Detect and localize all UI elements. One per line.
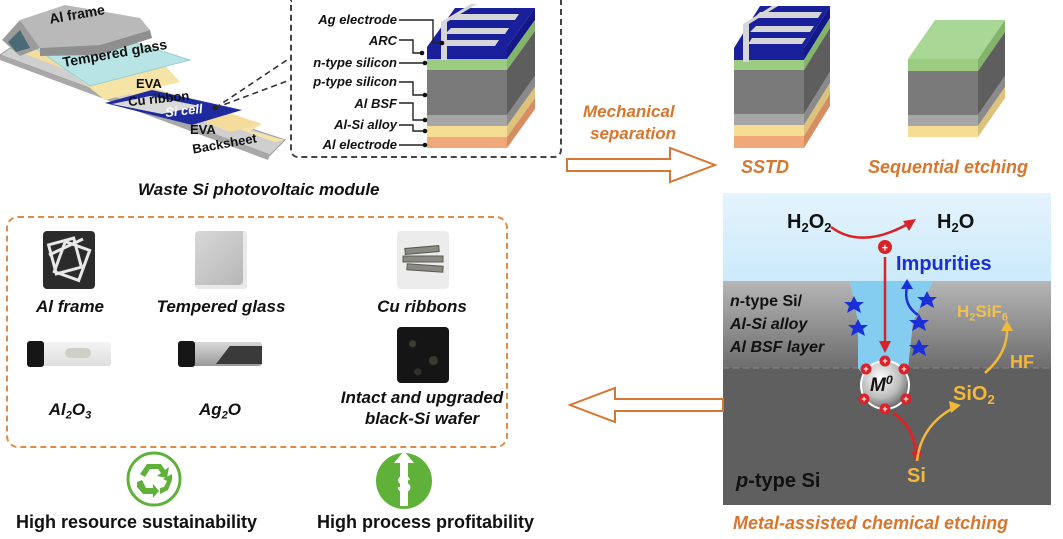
cell-detail-box bbox=[290, 0, 562, 158]
cell-leader-lines bbox=[399, 19, 445, 148]
caption-black-si-line2: black-Si wafer bbox=[364, 409, 480, 428]
label-n-type-si: n-type Si/ bbox=[730, 293, 803, 310]
al-frame bbox=[20, 5, 150, 48]
label-al-si-alloy: Al-Si alloy bbox=[334, 117, 397, 132]
upper-si-layers bbox=[723, 281, 858, 368]
photo-al-frame bbox=[43, 231, 95, 289]
method-mace: Metal-assisted chemical etching bbox=[733, 513, 1009, 533]
caption-black-si-line1: Intact and upgraded bbox=[340, 388, 504, 407]
impurity-stars bbox=[844, 291, 937, 356]
cu-ribbon-layer bbox=[112, 96, 200, 114]
svg-text:+: + bbox=[882, 243, 888, 255]
label-ag-electrode: Ag electrode bbox=[318, 12, 397, 27]
label-al-bsf: Al BSF bbox=[354, 96, 397, 111]
product-recovery-arrow bbox=[567, 386, 724, 424]
label-si: Si bbox=[907, 465, 926, 487]
recycle-icon bbox=[126, 451, 182, 507]
arrow-label-line1: Mechanical bbox=[583, 102, 675, 121]
svg-text:+: + bbox=[861, 394, 866, 404]
benefit-profitability: High process profitability bbox=[317, 512, 535, 532]
pv-module-illustration bbox=[0, 5, 290, 160]
label-h2o2: H2O2 bbox=[787, 211, 832, 235]
cell-cross-section bbox=[427, 4, 535, 148]
label-impurities: Impurities bbox=[896, 253, 992, 275]
label-eva-bottom: EVA bbox=[190, 122, 216, 137]
label-n-type-silicon: n-type silicon bbox=[313, 55, 397, 70]
mechanical-separation-arrow bbox=[566, 146, 718, 184]
svg-text:+: + bbox=[882, 356, 887, 366]
mace-diagram: + + + + + + + bbox=[723, 193, 1051, 505]
caption-al2o3: Al2O3 bbox=[48, 400, 92, 422]
label-p-type-si: p-type Si bbox=[736, 470, 821, 492]
sequential-etching-cube bbox=[908, 20, 1005, 137]
svg-text:+: + bbox=[863, 364, 868, 374]
svg-text:+: + bbox=[901, 364, 906, 374]
svg-text:$: $ bbox=[397, 471, 411, 498]
method-sstd: SSTD bbox=[741, 157, 790, 177]
benefit-sustainability: High resource sustainability bbox=[16, 512, 258, 532]
caption-cu-ribbons: Cu ribbons bbox=[377, 297, 467, 316]
photo-black-si-wafer bbox=[397, 327, 449, 383]
caption-ag2o: Ag2O bbox=[198, 400, 242, 422]
photo-cu-ribbons bbox=[397, 231, 449, 289]
label-sio2: SiO2 bbox=[953, 383, 995, 407]
label-p-type-silicon: p-type silicon bbox=[313, 74, 397, 89]
caption-al-frame: Al frame bbox=[35, 297, 105, 316]
photo-tempered-glass bbox=[195, 231, 247, 289]
label-al-bsf-layer: Al BSF layer bbox=[730, 339, 825, 356]
label-h2o: H2O bbox=[937, 211, 975, 235]
sstd-cube bbox=[734, 6, 830, 148]
label-h2sif6: H2SiF6 bbox=[957, 302, 1009, 324]
caption-tempered-glass: Tempered glass bbox=[156, 297, 286, 316]
arrow-label-line2: separation bbox=[590, 124, 676, 143]
label-al-si-alloy-layer: Al-Si alloy bbox=[730, 316, 808, 333]
module-title: Waste Si photovoltaic module bbox=[138, 180, 380, 199]
photo-al2o3-vial bbox=[27, 341, 111, 367]
dollar-up-icon: $ bbox=[376, 451, 432, 509]
svg-text:+: + bbox=[903, 394, 908, 404]
label-metal: M0 bbox=[870, 373, 893, 396]
label-hf: HF bbox=[1010, 352, 1034, 372]
label-al-electrode: Al electrode bbox=[322, 137, 397, 152]
reduction-arrow bbox=[830, 219, 914, 239]
photo-ag2o-vial bbox=[178, 341, 262, 367]
label-eva-top: EVA bbox=[136, 76, 162, 91]
recovered-products-box bbox=[6, 216, 508, 448]
method-sequential-etching: Sequential etching bbox=[868, 157, 1029, 177]
svg-text:+: + bbox=[882, 404, 887, 414]
label-arc: ARC bbox=[368, 33, 397, 48]
